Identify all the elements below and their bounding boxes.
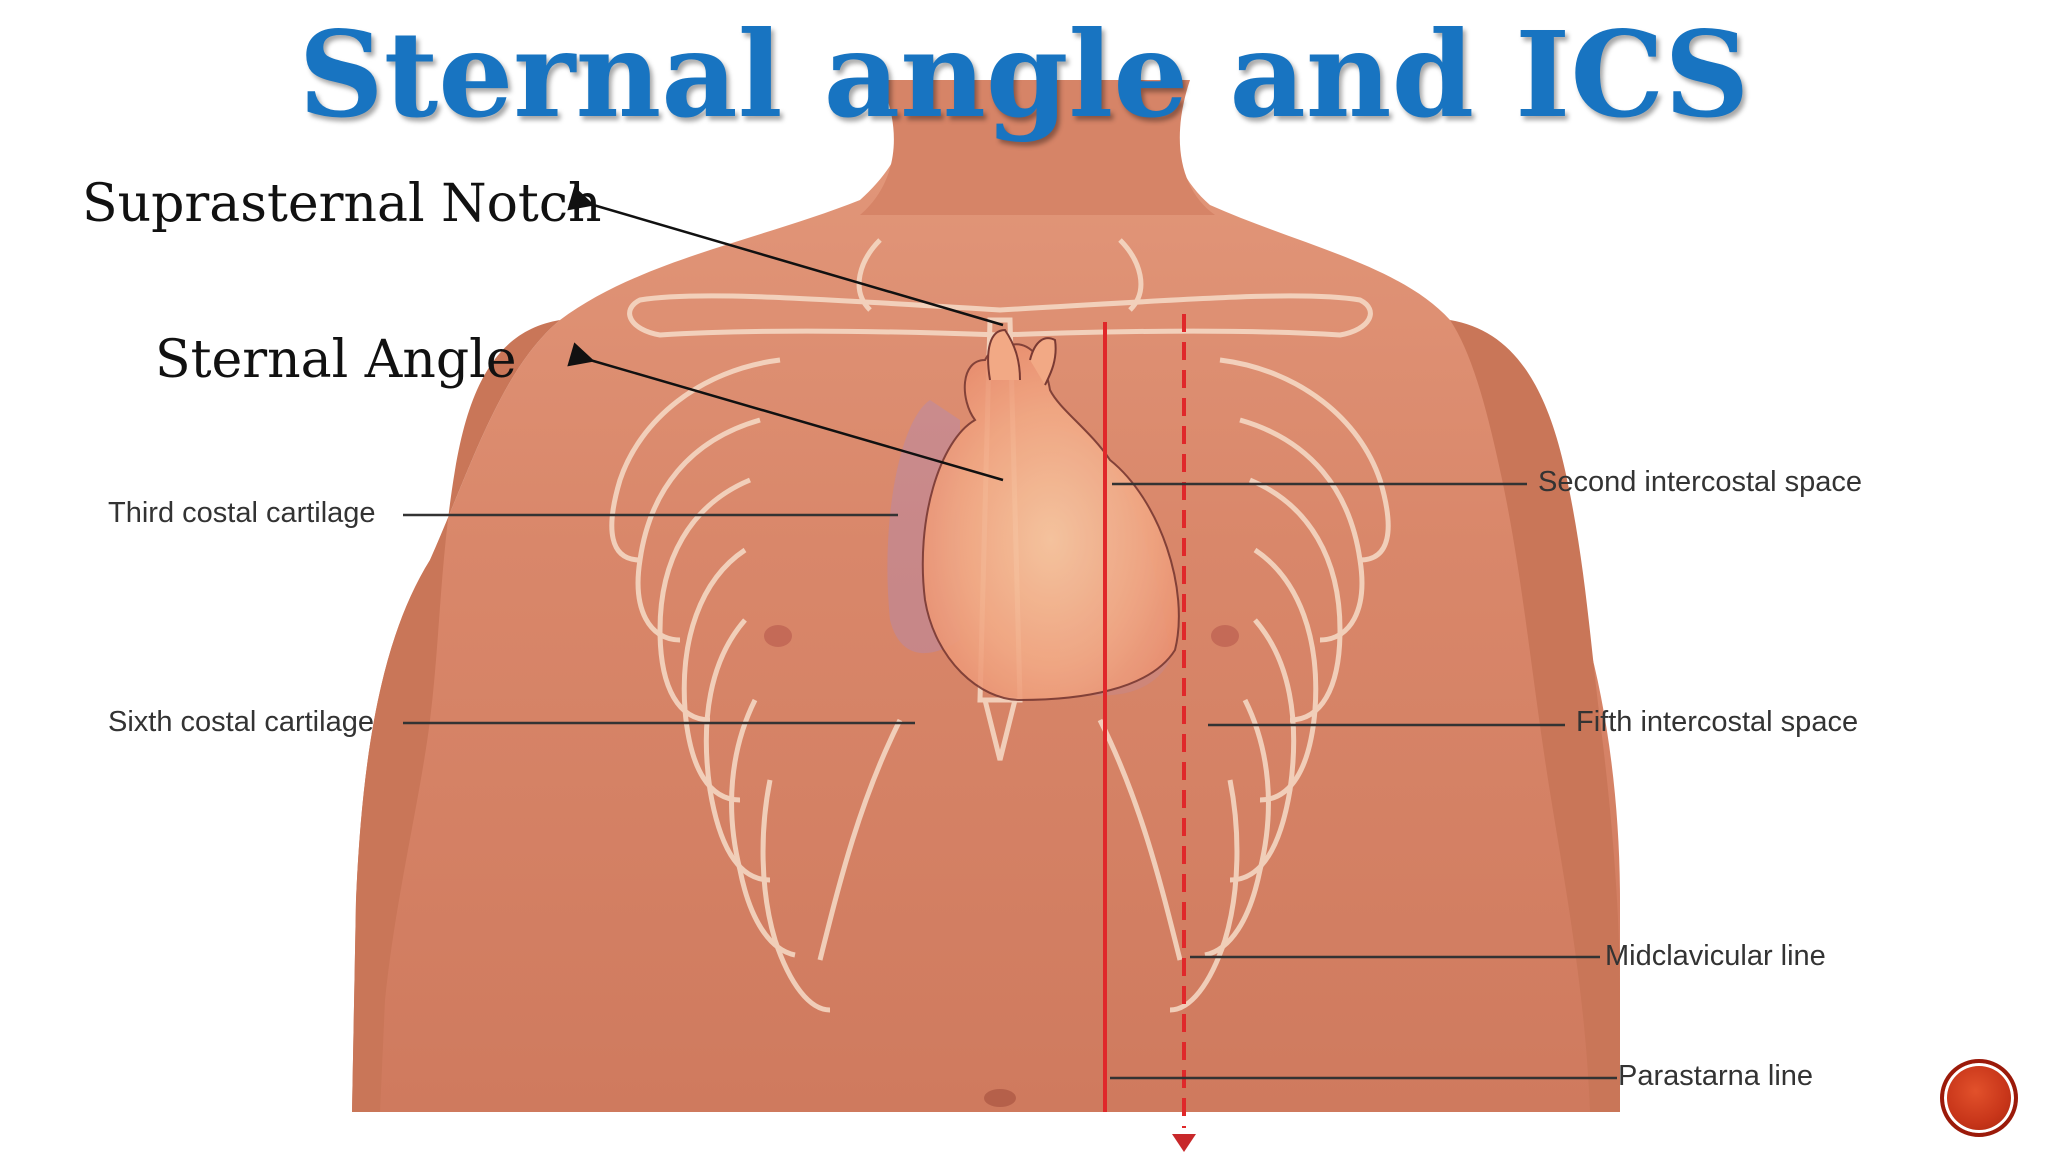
midclavicular-line-label: Midclavicular line — [1605, 940, 1826, 972]
second-intercostal-space-label: Second intercostal space — [1538, 466, 1863, 498]
dashed-line-arrowhead — [1172, 1134, 1196, 1152]
left-nipple — [1211, 625, 1239, 647]
navel — [984, 1089, 1016, 1107]
sternal-angle-callout: Sternal Angle — [155, 330, 517, 390]
leader-lines — [403, 482, 1617, 1080]
fifth-intercostal-space-label: Fifth intercostal space — [1576, 706, 1859, 738]
rib-cage — [609, 238, 1391, 1013]
sixth-costal-cartilage-label: Sixth costal cartilage — [108, 706, 374, 738]
suprasternal-notch-callout: Suprasternal Notch — [82, 174, 602, 234]
third-costal-cartilage-label: Third costal cartilage — [108, 497, 376, 529]
right-nipple — [764, 625, 792, 647]
right-arm — [1450, 320, 1620, 1112]
next-slide-button[interactable] — [1940, 1059, 2018, 1137]
slide-title: Sternal angle and ICS — [298, 5, 1750, 144]
great-vessels — [987, 328, 1057, 386]
parasternal-line-label: Parastarna line — [1618, 1060, 1814, 1092]
neck — [860, 80, 1215, 215]
suprasternal-notch-arrow — [567, 186, 1004, 327]
sternal-angle-arrow — [567, 342, 1004, 482]
left-arm — [352, 320, 560, 1112]
